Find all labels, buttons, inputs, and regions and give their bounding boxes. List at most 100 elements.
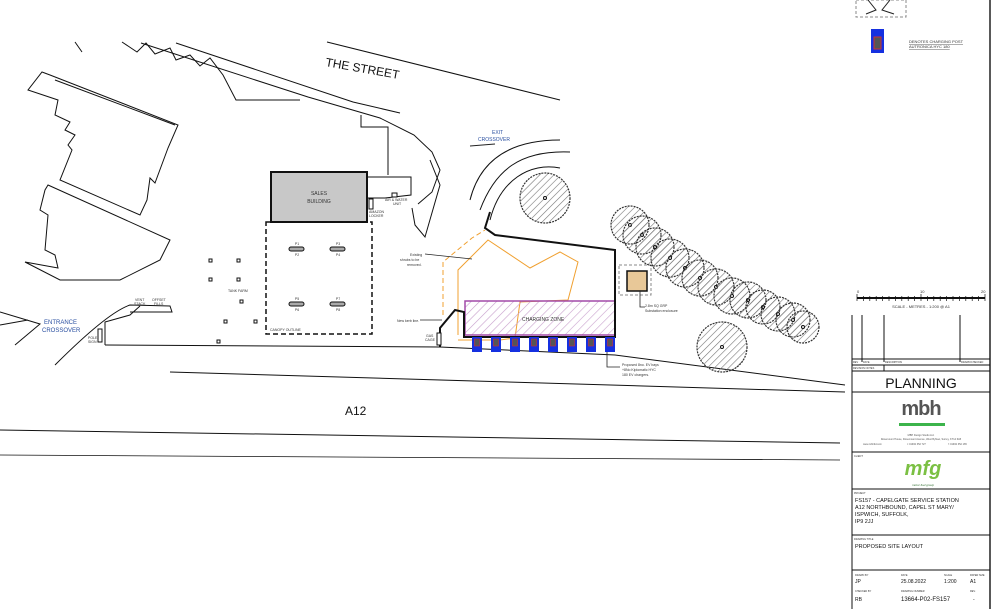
exit-island xyxy=(469,139,571,221)
neighbouring-buildings xyxy=(24,71,179,281)
checked-by-label: CHECKED BY xyxy=(855,590,872,593)
ev-bays-label-3: 180 EV chargers. xyxy=(622,373,649,377)
substation-label-2: Substation enclosure xyxy=(645,309,678,313)
scale-bar: 0 10 20 SCALE - METRES - 1:200 @ A1 xyxy=(856,289,986,309)
revision-notes-label: REVISION NOTES xyxy=(853,367,875,370)
charger-unit xyxy=(550,338,556,347)
existing-trees xyxy=(519,172,820,373)
exit-crossover-label-2: CROSSOVER xyxy=(478,137,510,143)
shrubs-label: Existing xyxy=(410,253,422,257)
rev-header: DATE xyxy=(863,361,870,364)
project-label: PROJECT xyxy=(854,492,866,495)
charger-unit xyxy=(531,338,537,347)
charger-unit xyxy=(569,338,575,347)
ev-charging-bay xyxy=(472,337,482,352)
rev-header: REV xyxy=(853,361,858,364)
project-line: ISPWICH, SUFFOLK, xyxy=(855,512,909,518)
pump-label: P7 xyxy=(336,297,340,301)
the-street xyxy=(74,41,561,239)
pump-island xyxy=(329,246,346,252)
tree-canopy xyxy=(786,310,820,344)
drawing-number: 13664-P02-FS157 xyxy=(901,597,951,603)
air-water-unit xyxy=(391,192,398,198)
drawing-title: PROPOSED SITE LAYOUT xyxy=(855,544,924,550)
legend: DENOTES CHARGING POST AUTRONICA HYC 180 xyxy=(855,0,964,53)
date-value: 25.08.2022 xyxy=(901,579,926,585)
canopy-outline xyxy=(265,221,373,335)
tank-farm-label: TANK FARM xyxy=(228,289,248,293)
gas-cage-label-2: CAGE xyxy=(425,338,436,342)
a12-label: A12 xyxy=(345,404,367,418)
amazon-locker-label: AMAZON xyxy=(369,210,384,214)
rev-value: - xyxy=(973,597,975,603)
charger-unit xyxy=(607,338,613,347)
sales-building-label-2: BUILDING xyxy=(307,199,331,205)
mfg-tagline: motor fuel group xyxy=(912,483,934,487)
drawn-by-label: DRAWN BY xyxy=(855,574,869,577)
ev-charging-bay xyxy=(605,337,615,352)
substation-legend-symbol xyxy=(855,0,907,18)
ev-charging-bay xyxy=(586,337,596,352)
scale-tick: 0 xyxy=(857,289,860,294)
mfg-logo: mfg xyxy=(905,458,942,480)
scale-label: SCALE - METRES - 1:200 @ A1 xyxy=(892,304,951,309)
charging-zone-label: CHARGING ZONE xyxy=(522,317,565,323)
designer-name: MBH Design Studio Ltd. xyxy=(908,434,935,437)
amazon-locker xyxy=(368,198,374,210)
rev-header: DRAWN/CHECKED xyxy=(961,361,983,364)
air-water-label: AIR & WATER xyxy=(385,198,408,202)
date-label: DATE xyxy=(901,574,908,577)
paper-size-label: PAPER SIZE xyxy=(970,574,985,577)
pump-label: P6 xyxy=(295,308,299,312)
mbh-logo-bar xyxy=(899,423,945,426)
project-line: FS157 - CAPELGATE SERVICE STATION xyxy=(855,498,959,504)
designer-web: www.mbhltd.com xyxy=(863,443,882,446)
ev-charging-bay xyxy=(548,337,558,352)
pump-label: P3 xyxy=(336,242,340,246)
vent-stack-label-2: STACK xyxy=(134,302,146,306)
pole-sign-label-2: SIGN xyxy=(88,340,97,344)
tank-farm xyxy=(208,258,258,344)
offset-fills-label: OFFSET xyxy=(152,298,167,302)
scale-tick: 20 xyxy=(981,289,986,294)
pole-sign-label: POLE xyxy=(88,336,98,340)
ev-charging-bay xyxy=(567,337,577,352)
pump-label: P5 xyxy=(295,297,299,301)
amazon-locker-label-2: LOCKER xyxy=(369,214,384,218)
ev-bays-label: Proposed 8no. EV bays xyxy=(622,363,659,367)
entrance-crossover-label: ENTRANCE xyxy=(44,320,77,326)
new-kerb-line-label: New kerb line. xyxy=(397,319,419,323)
substation-enclosure xyxy=(626,270,648,292)
ev-charging-bay xyxy=(491,337,501,352)
designer-tel: t: 01932 352 727 xyxy=(907,443,926,446)
ev-charging-bay xyxy=(529,337,539,352)
air-water-label-2: UNIT xyxy=(393,202,402,206)
street-label: THE STREET xyxy=(324,55,401,82)
checked-by: RB xyxy=(855,597,863,603)
project-line: A12 NORTHBOUND, CAPEL ST MARY/ xyxy=(855,505,954,511)
existing-shrubs-outline xyxy=(442,229,486,315)
new-kerb-line xyxy=(439,211,616,347)
pump-label: P1 xyxy=(295,242,299,246)
title-block xyxy=(851,315,990,609)
pole-sign xyxy=(97,328,103,343)
gas-cage-label: GAS xyxy=(426,334,434,338)
drawing-number-label: DRAWING NUMBER xyxy=(901,590,925,593)
designer-address: Rosemount House, Rosemount Avenue, West … xyxy=(881,438,962,441)
entrance-crossover-label-2: CROSSOVER xyxy=(42,328,81,334)
shrubs-label-2: shrubs to be xyxy=(400,258,419,262)
charger-unit xyxy=(588,338,594,347)
canopy-outline-label: CANOPY OUTLINE xyxy=(270,328,302,332)
rev-field-label: REV. xyxy=(970,590,976,593)
vent-stack-label: VENT xyxy=(135,298,145,302)
charger-unit xyxy=(512,338,518,347)
drawn-by: JP xyxy=(855,579,862,585)
pump-label: P4 xyxy=(336,253,340,257)
rev-header: DESCRIPTION xyxy=(885,361,902,364)
sales-building-label: SALES xyxy=(311,191,328,197)
mbh-logo: mbh xyxy=(901,398,940,420)
charger-unit xyxy=(493,338,499,347)
offset-fills-label-2: FILLS xyxy=(154,302,164,306)
sales-building xyxy=(270,171,368,223)
